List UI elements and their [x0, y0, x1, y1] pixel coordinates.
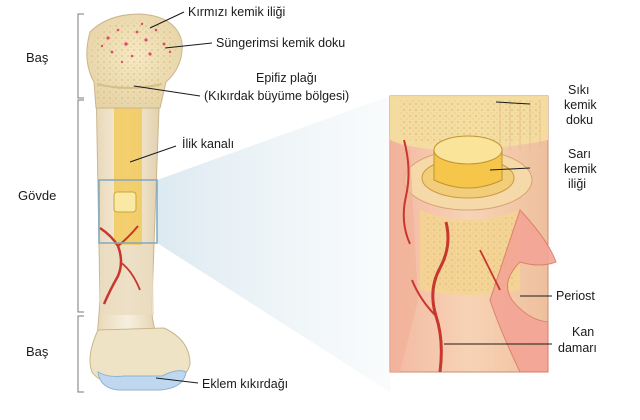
label-blood-vessel-2: damarı: [558, 341, 597, 355]
label-epiphyseal-plate-line1: Epifiz plağı: [256, 71, 317, 85]
region-label-bottom-head: Baş: [26, 344, 49, 359]
red-marrow-spots: [100, 22, 172, 64]
label-yellow-marrow-1: Sarı: [568, 147, 591, 161]
label-yellow-marrow-2: kemik: [564, 162, 597, 176]
section-blood-vessel: [431, 221, 450, 373]
label-compact-bone-3: doku: [566, 113, 593, 127]
label-periosteum: Periost: [556, 289, 595, 303]
zoom-frame: [98, 179, 158, 244]
epiphyseal-plate: [96, 83, 163, 89]
region-brackets: [77, 13, 84, 393]
leader-lines: [129, 11, 552, 384]
long-bone: [86, 13, 191, 391]
label-articular-cartilage: Eklem kıkırdağı: [202, 377, 288, 391]
region-label-top-head: Baş: [26, 50, 49, 65]
label-yellow-marrow-3: iliği: [568, 177, 586, 191]
zoom-beam: [157, 96, 390, 392]
articular-cartilage: [97, 370, 187, 391]
bone-blood-vessel: [99, 226, 123, 305]
label-compact-bone-1: Sıkı: [568, 83, 590, 97]
enlarged-section: [389, 95, 557, 373]
label-red-marrow: Kırmızı kemik iliği: [188, 5, 285, 19]
periosteum-flap: [489, 209, 557, 373]
label-marrow-canal: İlik kanalı: [182, 137, 234, 151]
marrow-canal: [114, 95, 142, 245]
label-compact-bone-2: kemik: [564, 98, 597, 112]
label-spongy-bone: Süngerimsi kemik doku: [216, 36, 345, 50]
label-epiphyseal-plate-line2: (Kıkırdak büyüme bölgesi): [204, 89, 349, 103]
label-blood-vessel-1: Kan: [572, 325, 594, 339]
region-label-shaft: Gövde: [18, 188, 56, 203]
